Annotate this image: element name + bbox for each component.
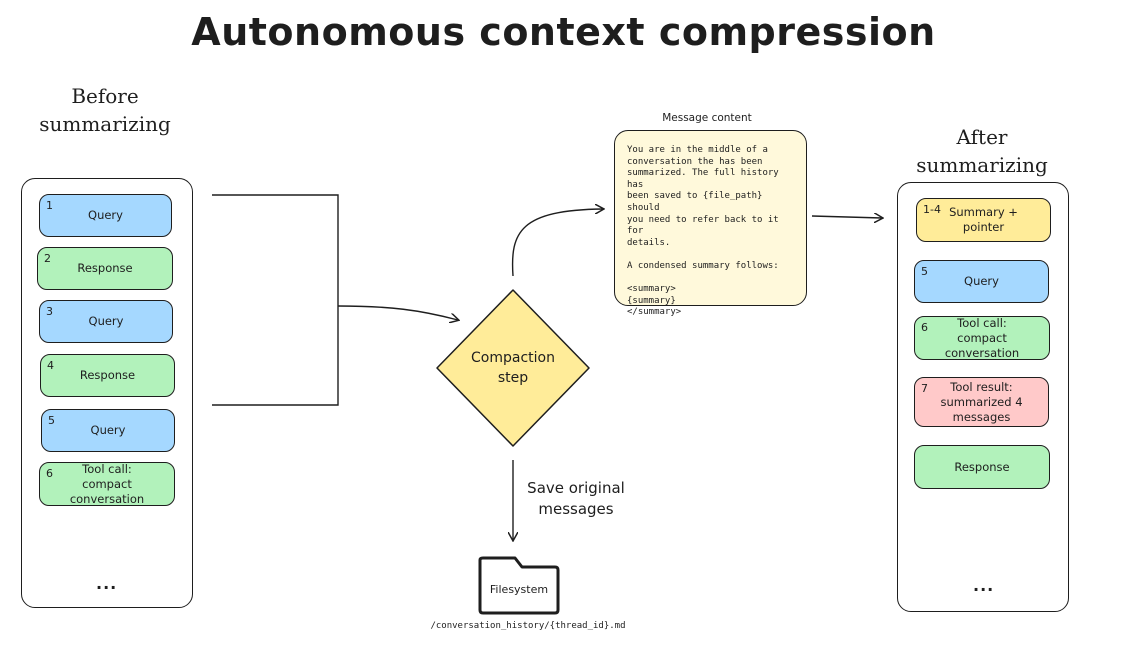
message-label: Summary + pointer [949, 205, 1018, 234]
after-message-summary: 1-4 Summary + pointer [916, 198, 1051, 242]
before-message-6: 6 Tool call: compact conversation [39, 462, 175, 506]
after-message-5: 5 Query [914, 260, 1049, 303]
diagram-title: Autonomous context compression [191, 10, 936, 54]
message-number: 1 [46, 199, 53, 212]
save-original-messages-label: Save original messages [527, 479, 625, 518]
compaction-step-label: Compaction step [471, 350, 555, 386]
before-message-2: 2 Response [37, 247, 173, 290]
arrow-to-message-content [511, 209, 603, 277]
message-label: Response [77, 261, 133, 275]
message-number: 5 [921, 265, 928, 278]
after-message-response: Response [914, 445, 1050, 489]
message-content-heading: Message content [662, 112, 752, 124]
message-number: 6 [46, 467, 53, 480]
message-number: 3 [46, 305, 53, 318]
before-ellipsis: ... [96, 574, 118, 593]
message-label: Tool result: summarized 4 messages [940, 379, 1023, 424]
message-number: 2 [44, 252, 51, 265]
filesystem-path: /conversation_history/{thread_id}.md [430, 621, 626, 631]
message-label: Query [964, 274, 999, 288]
after-message-7: 7 Tool result: summarized 4 messages [914, 377, 1049, 427]
before-heading: Before summarizing [39, 84, 171, 136]
before-bracket [212, 194, 339, 406]
folder-icon [478, 556, 560, 615]
message-label: Query [88, 208, 123, 222]
message-label: Query [88, 314, 124, 328]
message-label: Query [90, 423, 126, 437]
message-label: Tool call: compact conversation [69, 461, 145, 506]
message-number: 4 [47, 359, 54, 372]
compaction-diamond [436, 289, 590, 447]
message-number: 6 [921, 321, 928, 334]
message-content-box: You are in the middle of a conversation … [614, 130, 807, 317]
after-ellipsis: ... [973, 576, 995, 595]
after-heading: After summarizing [916, 125, 1048, 177]
before-message-4: 4 Response [40, 354, 175, 397]
message-number: 5 [48, 414, 55, 427]
filesystem-label: Filesystem [489, 583, 549, 596]
after-message-6: 6 Tool call: compact conversation [914, 316, 1050, 360]
before-message-3: 3 Query [39, 300, 173, 343]
message-label: Response [79, 368, 136, 382]
message-label: Response [954, 459, 1010, 474]
message-number: 1-4 [923, 203, 941, 216]
message-number: 7 [921, 382, 928, 395]
message-label: Tool call: compact conversation [944, 315, 1020, 360]
arrow-to-compaction [337, 305, 458, 320]
before-message-1: 1 Query [39, 194, 172, 237]
before-message-5: 5 Query [41, 409, 175, 452]
arrow-to-after [811, 216, 882, 218]
